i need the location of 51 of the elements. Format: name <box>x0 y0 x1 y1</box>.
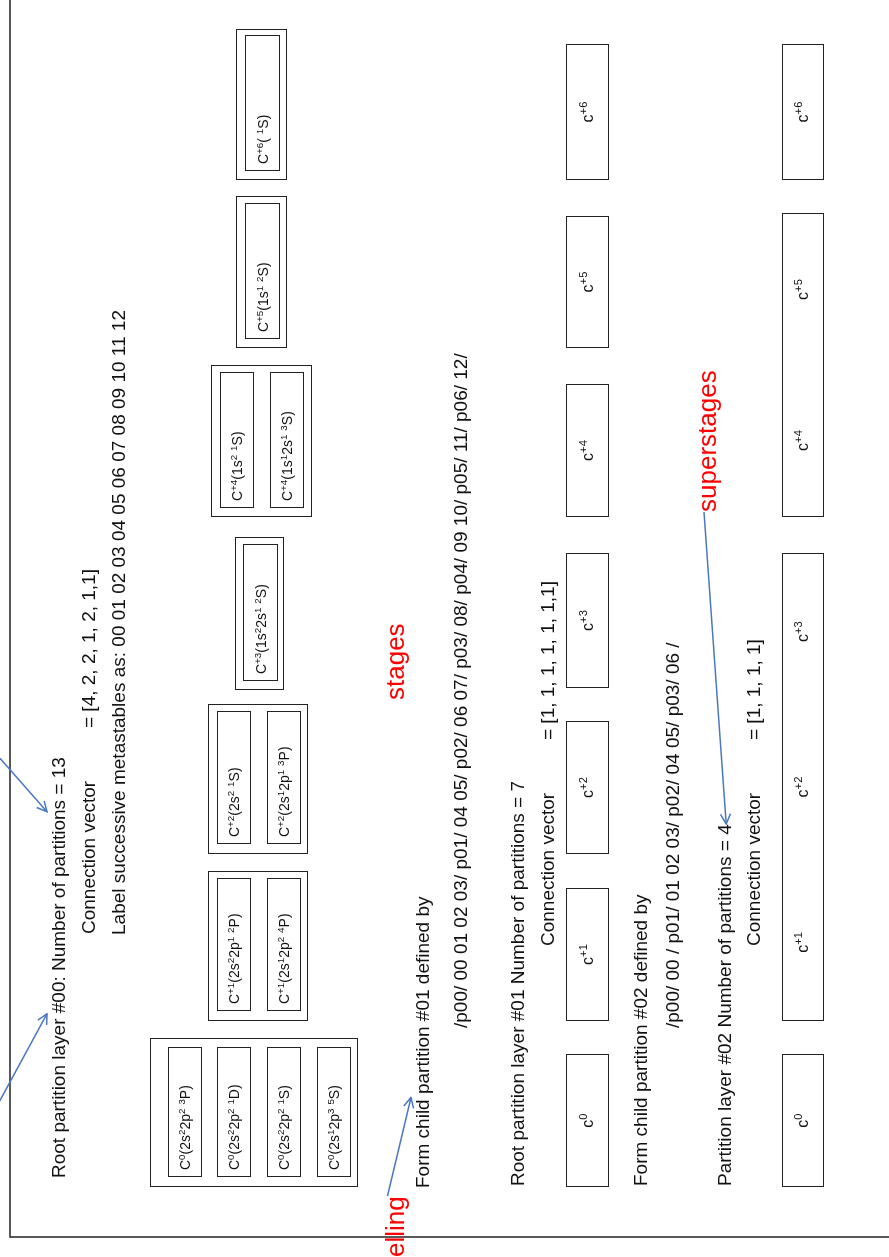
partition-box <box>782 553 824 1021</box>
annotation-text: = [4, 2, 2, 1, 2, 1,1] <box>77 569 100 728</box>
partition-box <box>566 721 609 854</box>
stage-group-box <box>235 537 284 690</box>
annotation-text: = [1, 1, 1, 1, 1, 1,1] <box>536 581 559 740</box>
state-box <box>220 372 254 508</box>
stage-group-box <box>236 29 287 180</box>
annotation-text: /p00/ 00 / p01/ 01 02 03/ p02/ 04 05/ p03/ 06 / <box>661 642 684 1028</box>
partition-box <box>566 44 609 180</box>
state-box <box>217 711 251 844</box>
stage-group-box <box>150 1038 358 1187</box>
state-box <box>217 878 251 1011</box>
partition-box <box>566 216 609 348</box>
annotation-text: Connection vector <box>77 780 100 934</box>
annotation-text: /p00/ 00 01 02 03/ p01/ 04 05/ p02/ 06 07/ p03/ 08/ p04/ 09 10/ p05/ 11/ p06/ 12/ <box>449 353 472 1028</box>
annotation-text: Root partition layer #01 Number of partitions = 7 <box>506 780 529 1186</box>
arrow <box>703 511 732 825</box>
arrow <box>0 755 48 813</box>
state-box <box>317 1047 351 1177</box>
heading-text: Root partition layer #00: Number of partitions = 13 <box>47 757 71 1178</box>
partition-box <box>782 1054 824 1187</box>
partition-box <box>566 553 609 688</box>
arrow <box>386 1096 415 1197</box>
partition-box <box>566 384 609 517</box>
state-box <box>270 372 304 508</box>
heading-text: Form child partition #01 defined by <box>411 896 435 1188</box>
callout-text: stages <box>380 623 410 700</box>
state-box <box>243 544 278 681</box>
annotation-text: Connection vector <box>742 792 765 946</box>
state-box <box>267 878 301 1011</box>
annotation-text: = [1, 1, 1, 1] <box>742 639 765 740</box>
stage-group-box <box>208 704 308 854</box>
state-box <box>267 1047 301 1177</box>
partition-box <box>566 1054 609 1187</box>
partition-box <box>566 888 609 1021</box>
state-box <box>245 203 280 339</box>
state-box <box>217 1047 251 1177</box>
callout-text: elling <box>380 1196 410 1257</box>
callout-text: superstages <box>692 370 722 512</box>
stage-group-box <box>236 196 287 348</box>
annotation-text: Label successive metastables as: 00 01 02 03 04 05 06 07 08 09 10 11 12 <box>107 310 130 935</box>
state-box <box>168 1047 202 1177</box>
heading-text: Partition layer #02 Number of partitions = 4 <box>713 824 737 1186</box>
annotation-text: Connection vector <box>536 792 559 946</box>
stage-group-box <box>208 871 308 1021</box>
annotation-text: Form child partition #02 defined by <box>629 894 652 1186</box>
state-box <box>245 35 280 171</box>
partition-box <box>782 213 824 517</box>
state-box <box>267 711 301 844</box>
stage-group-box <box>211 365 312 517</box>
partition-box <box>782 44 824 180</box>
